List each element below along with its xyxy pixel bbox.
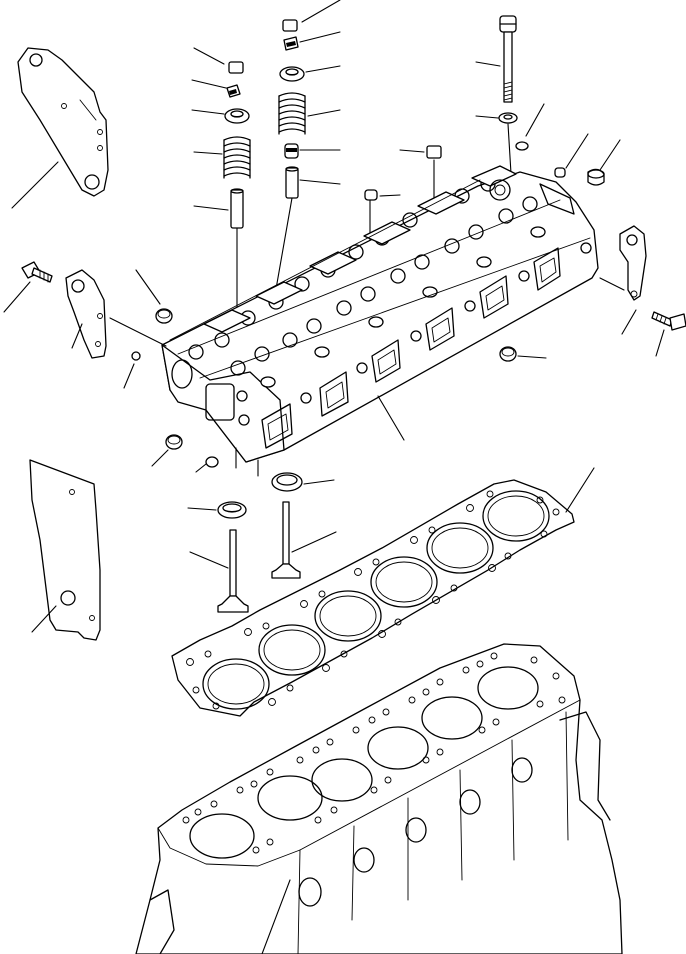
core-plug bbox=[426, 145, 442, 159]
valve-train-stack-left bbox=[223, 61, 251, 229]
cylinder-block bbox=[135, 643, 623, 954]
head-gasket bbox=[171, 479, 575, 717]
cylinder-head-bolt bbox=[498, 15, 529, 151]
core-plug-lower-left bbox=[165, 434, 183, 450]
valve-seat-insert-intake bbox=[217, 501, 247, 519]
core-plug-left bbox=[155, 308, 173, 324]
dowel-pin bbox=[131, 351, 141, 361]
lifting-bracket-front-upper bbox=[17, 47, 109, 197]
bracket-bolt-left bbox=[21, 261, 53, 283]
rear-plate-bracket bbox=[29, 459, 101, 641]
exhaust-valve bbox=[271, 501, 301, 579]
lifting-bracket-front bbox=[65, 269, 107, 359]
dowel-pin bbox=[364, 189, 378, 201]
core-plugs-upper bbox=[554, 167, 605, 186]
cylinder-head bbox=[161, 165, 599, 463]
leader-line bbox=[11, 161, 59, 209]
intake-valve bbox=[217, 529, 249, 613]
core-plug-right bbox=[499, 346, 517, 362]
lifting-bracket-rear bbox=[619, 225, 647, 301]
valve-train-stack-center bbox=[278, 19, 306, 199]
dowel-pin-lower bbox=[205, 456, 219, 468]
bracket-bolt-right bbox=[651, 311, 686, 331]
valve-seat-insert-exhaust bbox=[271, 472, 303, 492]
